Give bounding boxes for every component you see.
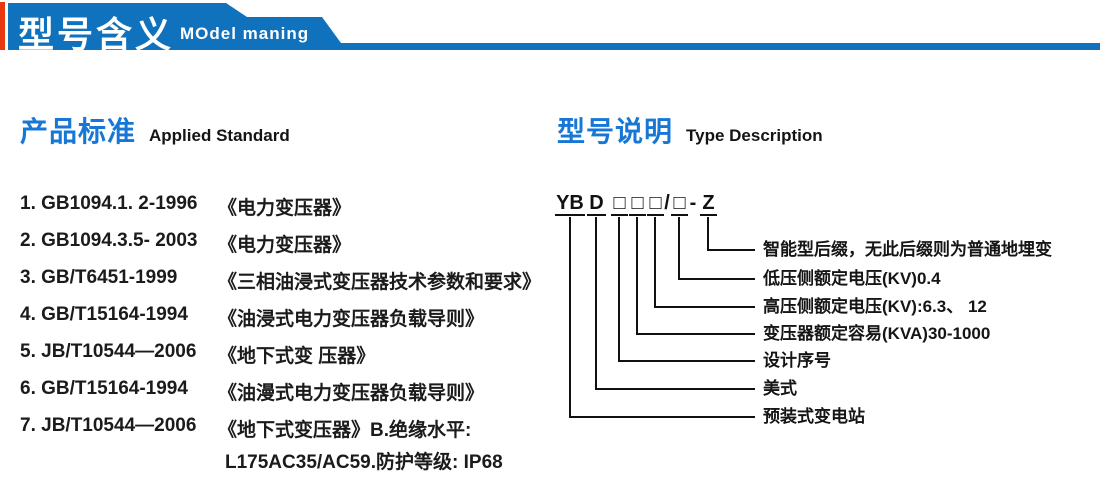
standard-list-item: 2. GB1094.3.5- 2003 《电力变压器》 xyxy=(20,230,352,256)
standard-code: 5. JB/T10544—2006 xyxy=(20,341,197,362)
heading-zh: 产品标准 xyxy=(20,116,137,147)
diagram-label: 设计序号 xyxy=(763,351,831,370)
connector-line xyxy=(636,217,755,335)
standard-list-item: 1. GB1094.1. 2-1996 《电力变压器》 xyxy=(20,193,352,219)
standard-code: 2. GB1094.3.5- 2003 xyxy=(20,230,198,251)
type-description-heading: 型号说明 Type Description xyxy=(557,110,823,150)
standard-list-item: 3. GB/T6451-1999 《三相油浸式变压器技术参数和要求》 xyxy=(20,267,542,293)
connector-line xyxy=(707,217,755,251)
connector-line xyxy=(678,217,755,280)
applied-standard-heading: 产品标准 Applied Standard xyxy=(20,110,290,150)
model-code-segment: YB xyxy=(555,192,585,216)
connector-line xyxy=(595,217,755,390)
standard-title: 《油漫式电力变压器负载导则》 xyxy=(218,383,485,404)
diagram-label: 低压侧额定电压(KV)0.4 xyxy=(763,269,941,288)
standard-code: 3. GB/T6451-1999 xyxy=(20,267,178,288)
model-code-separator: / xyxy=(664,192,670,214)
model-code-segment: □ xyxy=(611,193,628,216)
standard-title: 《电力变压器》 xyxy=(218,235,352,256)
standard-title: 《地下式变 压器》 xyxy=(218,346,376,367)
standard-list-item: 7. JB/T10544—2006 《地下式变压器》B.绝缘水平: xyxy=(20,415,472,441)
connector-line xyxy=(618,217,755,362)
diagram-label: 高压侧额定电压(KV):6.3、 12 xyxy=(763,297,987,316)
standard-title: 《电力变压器》 xyxy=(218,198,352,219)
standard-code: 7. JB/T10544—2006 xyxy=(20,415,197,436)
diagram-label: 美式 xyxy=(763,379,797,398)
standard-code: 6. GB/T15164-1994 xyxy=(20,378,188,399)
connector-line xyxy=(654,217,755,308)
diagram-label: 变压器额定容易(KVA)30-1000 xyxy=(763,324,991,343)
red-accent-bar xyxy=(0,2,5,50)
standard-title: 《三相油浸式变压器技术参数和要求》 xyxy=(218,272,542,293)
standard-code: 1. GB1094.1. 2-1996 xyxy=(20,193,198,214)
model-code-separator: - xyxy=(689,192,697,214)
diagram-label: 预装式变电站 xyxy=(763,407,865,426)
model-code-segment: □ xyxy=(647,193,664,216)
standard-title: 《油浸式电力变压器负载导则》 xyxy=(218,309,485,330)
model-code-segment: D xyxy=(587,193,606,216)
connector-line xyxy=(569,217,755,418)
heading-zh: 型号说明 xyxy=(557,116,674,147)
standard-title: 《地下式变压器》B.绝缘水平: xyxy=(218,420,472,441)
page-title: 型号含义 xyxy=(18,14,175,55)
model-code-segment: □ xyxy=(671,193,688,216)
heading-en: Type Description xyxy=(686,126,823,145)
model-code-segment: □ xyxy=(629,193,646,216)
standard-code: 4. GB/T15164-1994 xyxy=(20,304,188,325)
heading-en: Applied Standard xyxy=(149,126,290,145)
standard-list-item: 6. GB/T15164-1994 《油漫式电力变压器负载导则》 xyxy=(20,378,485,404)
page-subtitle: MOdel maning xyxy=(180,24,310,43)
model-code-segment: Z xyxy=(700,193,717,216)
standard-continuation-line: L175AC35/AC59.防护等级: IP68 xyxy=(225,452,503,473)
diagram-connector-lines xyxy=(569,217,755,418)
standard-list-item: 4. GB/T15164-1994 《油浸式电力变压器负载导则》 xyxy=(20,304,485,330)
standard-list-item: 5. JB/T10544—2006 《地下式变 压器》 xyxy=(20,341,376,367)
diagram-label: 智能型后缀，无此后缀则为普通地埋变 xyxy=(763,240,1052,259)
